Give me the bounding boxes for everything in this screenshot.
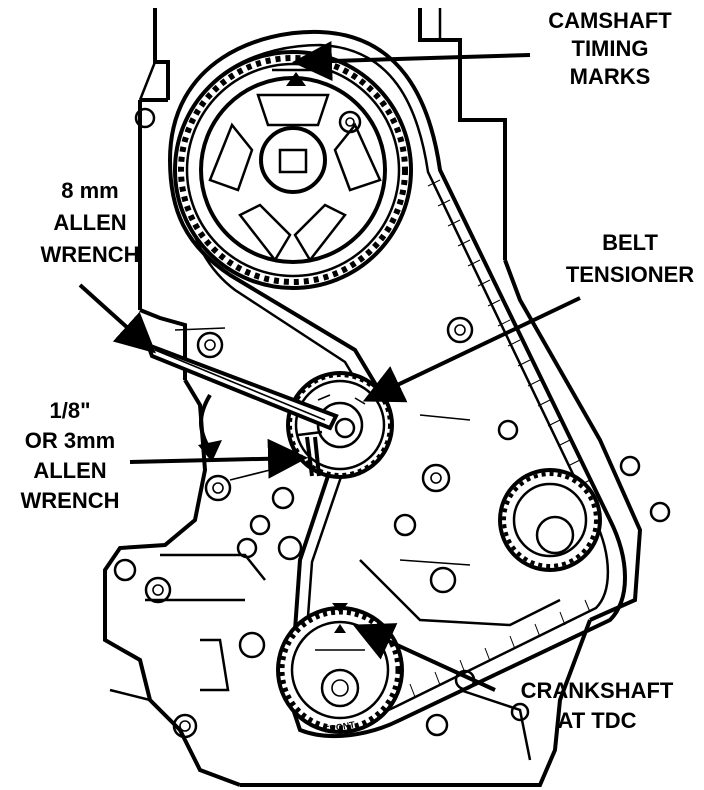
callout-arrows — [78, 41, 581, 692]
arrow-belt-tensioner — [362, 296, 581, 403]
block-bolts — [113, 107, 671, 739]
arrow-crankshaft — [352, 623, 496, 692]
allen-3mm-label-line-1: 1/8" — [49, 398, 90, 423]
crankshaft-label-line-1: CRANKSHAFT — [521, 678, 674, 703]
camshaft-label-line-1: CAMSHAFT — [548, 8, 672, 33]
allen-8mm-label-line-2: ALLEN — [53, 210, 126, 235]
allen-3mm-label-line-2: OR 3mm — [25, 428, 115, 453]
timing-belt — [167, 29, 627, 739]
allen-3mm-label-line-3: ALLEN — [33, 458, 106, 483]
callout-camshaft: CAMSHAFT TIMING MARKS — [548, 8, 672, 89]
rotation-arrow — [198, 393, 222, 462]
allen-8mm-label-line-1: 8 mm — [61, 178, 118, 203]
allen-8mm-label-line-3: WRENCH — [41, 242, 140, 267]
camshaft-label-line-3: MARKS — [570, 64, 651, 89]
arrow-camshaft — [292, 41, 531, 82]
callout-belt-tensioner: BELT TENSIONER — [566, 230, 694, 287]
crankshaft-label-line-2: AT TDC — [557, 708, 636, 733]
camshaft-label-line-2: TIMING — [572, 36, 649, 61]
callout-crankshaft: CRANKSHAFT AT TDC — [521, 678, 674, 733]
camshaft-sprocket — [173, 50, 413, 290]
tensioner-label-line-1: BELT — [602, 230, 658, 255]
arrow-8mm-allen — [78, 283, 156, 354]
engine-block — [103, 8, 643, 787]
allen-3mm-label-line-4: WRENCH — [21, 488, 120, 513]
crankshaft-timing-mark — [332, 603, 348, 613]
callout-3mm-allen: 1/8" OR 3mm ALLEN WRENCH — [21, 398, 120, 513]
arrow-3mm-allen — [129, 438, 308, 479]
intermediate-sprocket — [498, 468, 602, 572]
belt-tensioner — [286, 371, 394, 479]
callout-8mm-allen: 8 mm ALLEN WRENCH — [41, 178, 140, 267]
tensioner-label-line-2: TENSIONER — [566, 262, 694, 287]
